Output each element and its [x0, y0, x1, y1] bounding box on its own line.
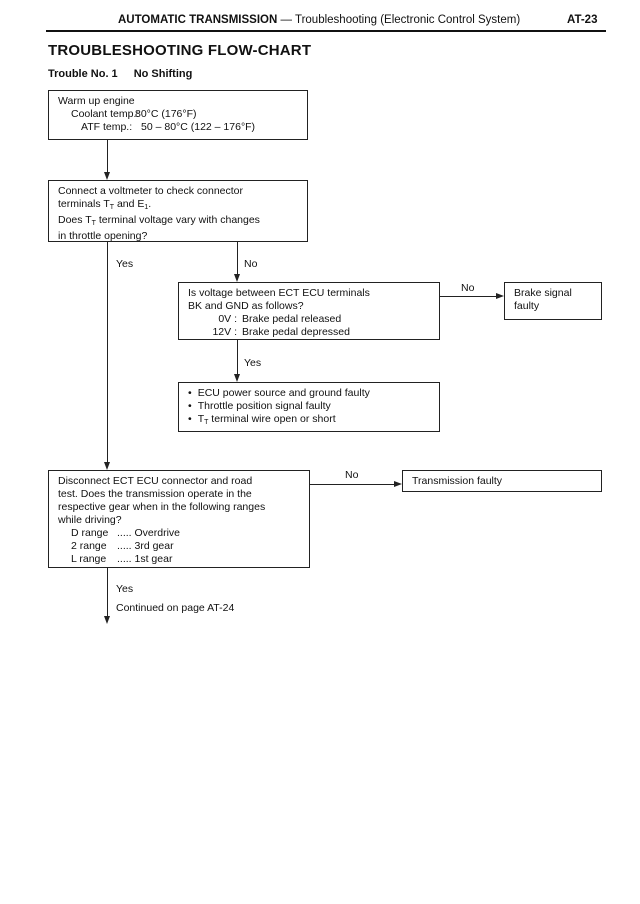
range-key: D range: [71, 527, 109, 539]
flow-line-yes: [107, 242, 108, 462]
result-brake-signal-box: Brake signal faulty: [504, 282, 602, 320]
step-text: Connect a voltmeter to check connector: [58, 185, 244, 197]
step-text: Disconnect ECT ECU connector and road: [58, 475, 253, 487]
text-part: terminals T: [58, 198, 110, 210]
flow-line-no: [237, 242, 238, 274]
result-causes-box: ECU power source and ground faulty Throt…: [178, 382, 440, 432]
text-part: terminal wire open or short: [208, 413, 336, 425]
result-text: Brake signal: [514, 287, 572, 299]
arrow-down-icon: [104, 616, 110, 624]
header-title-bold: AUTOMATIC TRANSMISSION: [118, 14, 278, 26]
step-warm-up-box: Warm up engine Coolant temp.:80°C (176°F…: [48, 90, 308, 140]
cause-item: ECU power source and ground faulty: [188, 387, 430, 400]
step-text: Does TT terminal voltage vary with chang…: [58, 214, 298, 230]
range-key: L range: [71, 553, 107, 565]
coolant-row: Coolant temp.:80°C (176°F): [58, 108, 298, 121]
flow-line-no: [440, 296, 496, 297]
flow-line-yes: [107, 568, 108, 616]
range-value: ..... 3rd gear: [117, 540, 174, 552]
step-text: test. Does the transmission operate in t…: [58, 488, 252, 500]
yes-label: Yes: [244, 357, 262, 369]
range-key: 2 range: [71, 540, 107, 552]
cause-item: Throttle position signal faulty: [188, 400, 430, 413]
step-text: BK and GND as follows?: [188, 300, 304, 312]
step-road-test-box: Disconnect ECT ECU connector and road te…: [48, 470, 310, 568]
trouble-heading: Trouble No. 1 No Shifting: [48, 68, 192, 80]
voltage-row: 0V : Brake pedal released: [188, 313, 430, 326]
text-part: Does T: [58, 214, 92, 226]
text-part: terminal voltage vary with changes: [95, 214, 260, 226]
trouble-name: No Shifting: [133, 68, 193, 80]
arrow-right-icon: [496, 293, 504, 299]
arrow-down-icon: [104, 462, 110, 470]
page-number: AT-23: [567, 14, 598, 26]
subscript: T: [204, 419, 209, 426]
step-text: while driving?: [58, 514, 122, 526]
section-title: TROUBLESHOOTING FLOW-CHART: [48, 42, 312, 59]
yes-label: Yes: [116, 258, 134, 270]
result-transmission-box: Transmission faulty: [402, 470, 602, 492]
yes-label: Yes: [116, 583, 134, 595]
step-brake-voltage-box: Is voltage between ECT ECU terminals BK …: [178, 282, 440, 340]
atf-value: 50 – 80°C (122 – 176°F): [141, 121, 256, 133]
result-text: faulty: [514, 300, 540, 312]
voltage-key: 12V :: [212, 326, 237, 338]
coolant-label: Coolant temp.:: [71, 108, 140, 120]
text-part: .: [148, 198, 152, 210]
range-row: L range ..... 1st gear: [58, 553, 300, 566]
atf-row: ATF temp.: 50 – 80°C (122 – 176°F): [58, 121, 298, 134]
step-text: respective gear when in the following ra…: [58, 501, 266, 513]
range-row: 2 range ..... 3rd gear: [58, 540, 300, 553]
arrow-right-icon: [394, 481, 402, 487]
arrow-down-icon: [104, 172, 110, 180]
range-row: D range ..... Overdrive: [58, 527, 300, 540]
subscript: 1: [144, 204, 149, 211]
step-text: terminals TT and E1.: [58, 198, 298, 214]
arrow-down-icon: [234, 274, 240, 282]
trouble-number: Trouble No. 1: [48, 68, 118, 80]
text-part: T: [197, 413, 205, 425]
header-rule: [46, 30, 606, 32]
no-label: No: [345, 469, 359, 481]
cause-item: TT terminal wire open or short: [188, 413, 430, 429]
voltage-row: 12V : Brake pedal depressed: [188, 326, 430, 339]
voltage-value: Brake pedal depressed: [242, 326, 350, 338]
voltage-value: Brake pedal released: [242, 313, 342, 325]
no-label: No: [244, 258, 258, 270]
flow-line-no: [310, 484, 394, 485]
step-text: Is voltage between ECT ECU terminals: [188, 287, 370, 299]
step-text: in throttle opening?: [58, 230, 148, 242]
result-text: Transmission faulty: [412, 475, 503, 487]
running-header: AUTOMATIC TRANSMISSION — Troubleshooting…: [118, 14, 520, 26]
voltage-key: 0V :: [218, 313, 237, 325]
flow-line-yes: [237, 340, 238, 374]
subscript: T: [109, 204, 115, 211]
arrow-down-icon: [234, 374, 240, 382]
continued-note: Continued on page AT-24: [116, 602, 235, 614]
flow-line: [107, 140, 108, 172]
text-part: and E: [114, 198, 145, 210]
subscript: T: [91, 220, 96, 227]
no-label: No: [461, 282, 475, 294]
range-value: ..... 1st gear: [117, 553, 173, 565]
coolant-value: 80°C (176°F): [135, 108, 197, 120]
header-title-rest: — Troubleshooting (Electronic Control Sy…: [277, 14, 521, 26]
step-text: Warm up engine: [58, 95, 135, 107]
step-voltmeter-box: Connect a voltmeter to check connector t…: [48, 180, 308, 242]
atf-label: ATF temp.:: [81, 121, 133, 133]
range-value: ..... Overdrive: [117, 527, 181, 539]
